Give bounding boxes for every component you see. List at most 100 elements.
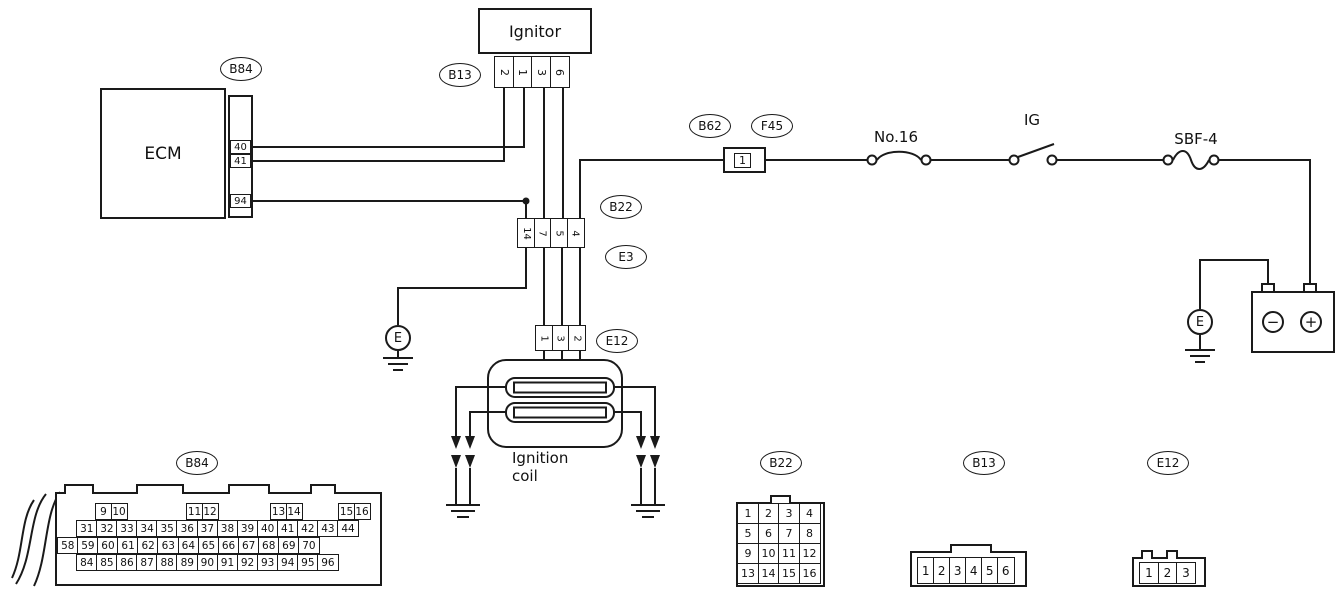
wire-sbf-battery xyxy=(1219,159,1311,284)
ground-symbol-left xyxy=(383,351,413,371)
pin-cell: 2 xyxy=(1157,562,1178,584)
pin-cell: 90 xyxy=(196,554,219,571)
pin-cell: 64 xyxy=(177,537,200,554)
pin-cell: 10 xyxy=(757,543,780,564)
pin-cell: 3 xyxy=(949,557,967,584)
pin-cell: 6 xyxy=(757,523,780,544)
harness-loom-curves xyxy=(11,491,61,587)
pin-cell: 6 xyxy=(549,56,570,88)
b84-tab xyxy=(228,484,270,494)
pin-cell: 10 xyxy=(110,503,128,520)
pin-cell: 4 xyxy=(965,557,983,584)
pin-cell: 70 xyxy=(298,537,320,554)
pin-cell: 37 xyxy=(196,520,219,537)
battery-plus-sign: + xyxy=(1300,311,1322,333)
pin-cell: 12 xyxy=(798,543,821,564)
pin-cell: 2 xyxy=(568,325,586,351)
pin-cell: 60 xyxy=(97,537,119,554)
b84-tab xyxy=(136,484,184,494)
pin-cell: 2 xyxy=(757,503,780,524)
fuse-no16-symbol xyxy=(866,150,932,166)
pin-cell: 1 xyxy=(917,557,935,584)
pin-cell: 31 xyxy=(76,520,98,537)
pin-cell: 1 xyxy=(1139,562,1159,584)
pin-cell: 62 xyxy=(137,537,159,554)
pin-cell: 92 xyxy=(236,554,259,571)
ecm-pin-41: 41 xyxy=(230,154,251,168)
pin-cell: 32 xyxy=(96,520,118,537)
ground-symbol-coil-left xyxy=(446,504,480,518)
oval-e12-bottom: E12 xyxy=(1147,451,1189,475)
oval-b84-top: B84 xyxy=(220,57,262,81)
pin-cell: 88 xyxy=(156,554,178,571)
pin-cell: 85 xyxy=(96,554,118,571)
wire-b22-ground xyxy=(397,248,527,325)
sbf4-label: SBF-4 xyxy=(1174,130,1218,148)
pin-cell: 3 xyxy=(1176,562,1196,584)
wire-coil-out-4 xyxy=(614,411,642,436)
ecm-box: ECM xyxy=(100,88,226,219)
oval-b13-bottom: B13 xyxy=(963,451,1005,475)
pin-cell: 5 xyxy=(981,557,999,584)
pin-cell: 7 xyxy=(533,218,552,248)
ig-switch-label: IG xyxy=(1023,111,1041,129)
ignitor-box: Ignitor xyxy=(478,8,592,54)
pin-cell: 12 xyxy=(201,503,219,520)
wire-coil-out-1 xyxy=(455,386,506,436)
pin-cell: 36 xyxy=(176,520,199,537)
pin-cell: 91 xyxy=(216,554,239,571)
e12-tab xyxy=(1166,550,1178,559)
pin-cell: 93 xyxy=(256,554,279,571)
b22-tab xyxy=(770,495,791,504)
pin-cell: 95 xyxy=(297,554,319,571)
pin-cell: 1 xyxy=(535,325,553,351)
ignition-coil-symbol xyxy=(487,359,623,448)
oval-f45: F45 xyxy=(751,114,793,138)
pin-cell: 3 xyxy=(531,56,551,88)
ignitor-label: Ignitor xyxy=(508,21,562,41)
pin-cell: 96 xyxy=(317,554,339,571)
oval-b62: B62 xyxy=(689,114,731,138)
pin-cell: 87 xyxy=(136,554,158,571)
ground-symbol-right xyxy=(1185,335,1215,363)
pin-cell: 13 xyxy=(270,503,287,520)
pin-cell: 5 xyxy=(550,218,568,248)
pin-cell: 61 xyxy=(117,537,139,554)
pin-cell: 84 xyxy=(76,554,98,571)
pin-cell: 14 xyxy=(517,218,535,248)
pin-cell: 1 xyxy=(737,503,759,524)
pin-cell: 33 xyxy=(116,520,138,537)
oval-b13-top: B13 xyxy=(439,63,481,87)
pin-cell: 34 xyxy=(136,520,158,537)
pin-cell: 4 xyxy=(798,503,821,524)
pin-cell: 9 xyxy=(737,543,759,564)
pin-cell: 63 xyxy=(157,537,180,554)
pin-cell: 67 xyxy=(237,537,260,554)
b62-connector-box xyxy=(723,147,766,173)
ecm-pin-94: 94 xyxy=(230,194,251,208)
ecm-label: ECM xyxy=(144,143,182,164)
pin-cell: 41 xyxy=(276,520,299,537)
pin-cell: 40 xyxy=(256,520,279,537)
pin-cell: 58 xyxy=(57,537,79,554)
ground-symbol-coil-right xyxy=(631,504,665,518)
ecm-pin-40: 40 xyxy=(230,140,251,154)
wire-power-b22-b62 xyxy=(579,159,723,218)
pin-cell: 7 xyxy=(778,523,800,544)
pin-cell: 38 xyxy=(216,520,239,537)
pin-cell: 13 xyxy=(737,563,759,584)
pin-cell: 3 xyxy=(551,325,570,351)
oval-b22-mid: B22 xyxy=(600,195,642,219)
wire-coil-out-2 xyxy=(469,411,506,436)
spark-gap-arrows xyxy=(451,436,660,468)
pin-cell: 39 xyxy=(236,520,259,537)
